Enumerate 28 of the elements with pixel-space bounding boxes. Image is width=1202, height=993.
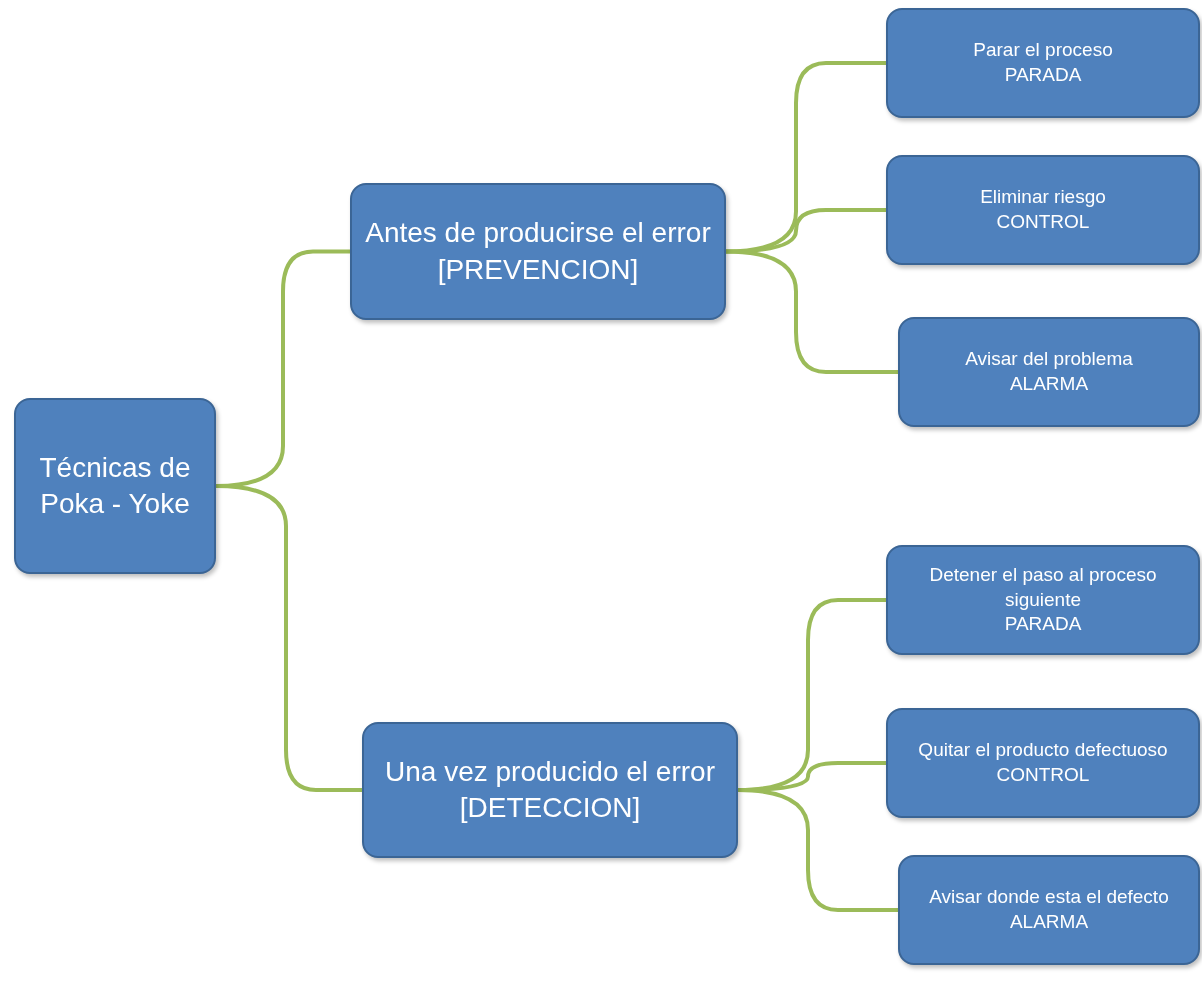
box-text: Antes de producirse el error [PREVENCION] [364, 216, 712, 287]
process-box [350, 183, 726, 320]
process-box [362, 722, 738, 858]
box-text: Técnicas de Poka - Yoke [38, 450, 192, 521]
connector [725, 208, 886, 254]
process-box [886, 708, 1200, 818]
box-text: Eliminar riesgo [980, 185, 1106, 210]
box-text: CONTROL [996, 763, 1090, 787]
process-box [886, 8, 1200, 118]
connector [737, 788, 898, 912]
box-text: ALARMA [1009, 372, 1089, 396]
box-text: ALARMA [1009, 910, 1089, 934]
box-text: Avisar donde esta el defecto [929, 885, 1169, 910]
box-text: Quitar el producto defectuoso [918, 738, 1168, 763]
box-text: PARADA [1004, 612, 1082, 637]
process-box [14, 398, 216, 574]
box-text: Parar el proceso [973, 38, 1113, 63]
box-text: Una vez producido el error [DETECCION] [384, 754, 716, 825]
connector [215, 484, 362, 792]
connector [725, 249, 898, 374]
process-box [898, 317, 1200, 427]
box-text: PARADA [1004, 63, 1082, 87]
box-text: Detener el paso al proceso siguiente [928, 562, 1158, 612]
process-box [898, 855, 1200, 965]
box-text: Avisar del problema [965, 347, 1133, 372]
box-text: CONTROL [996, 210, 1090, 234]
process-box [886, 155, 1200, 265]
process-box [886, 545, 1200, 655]
